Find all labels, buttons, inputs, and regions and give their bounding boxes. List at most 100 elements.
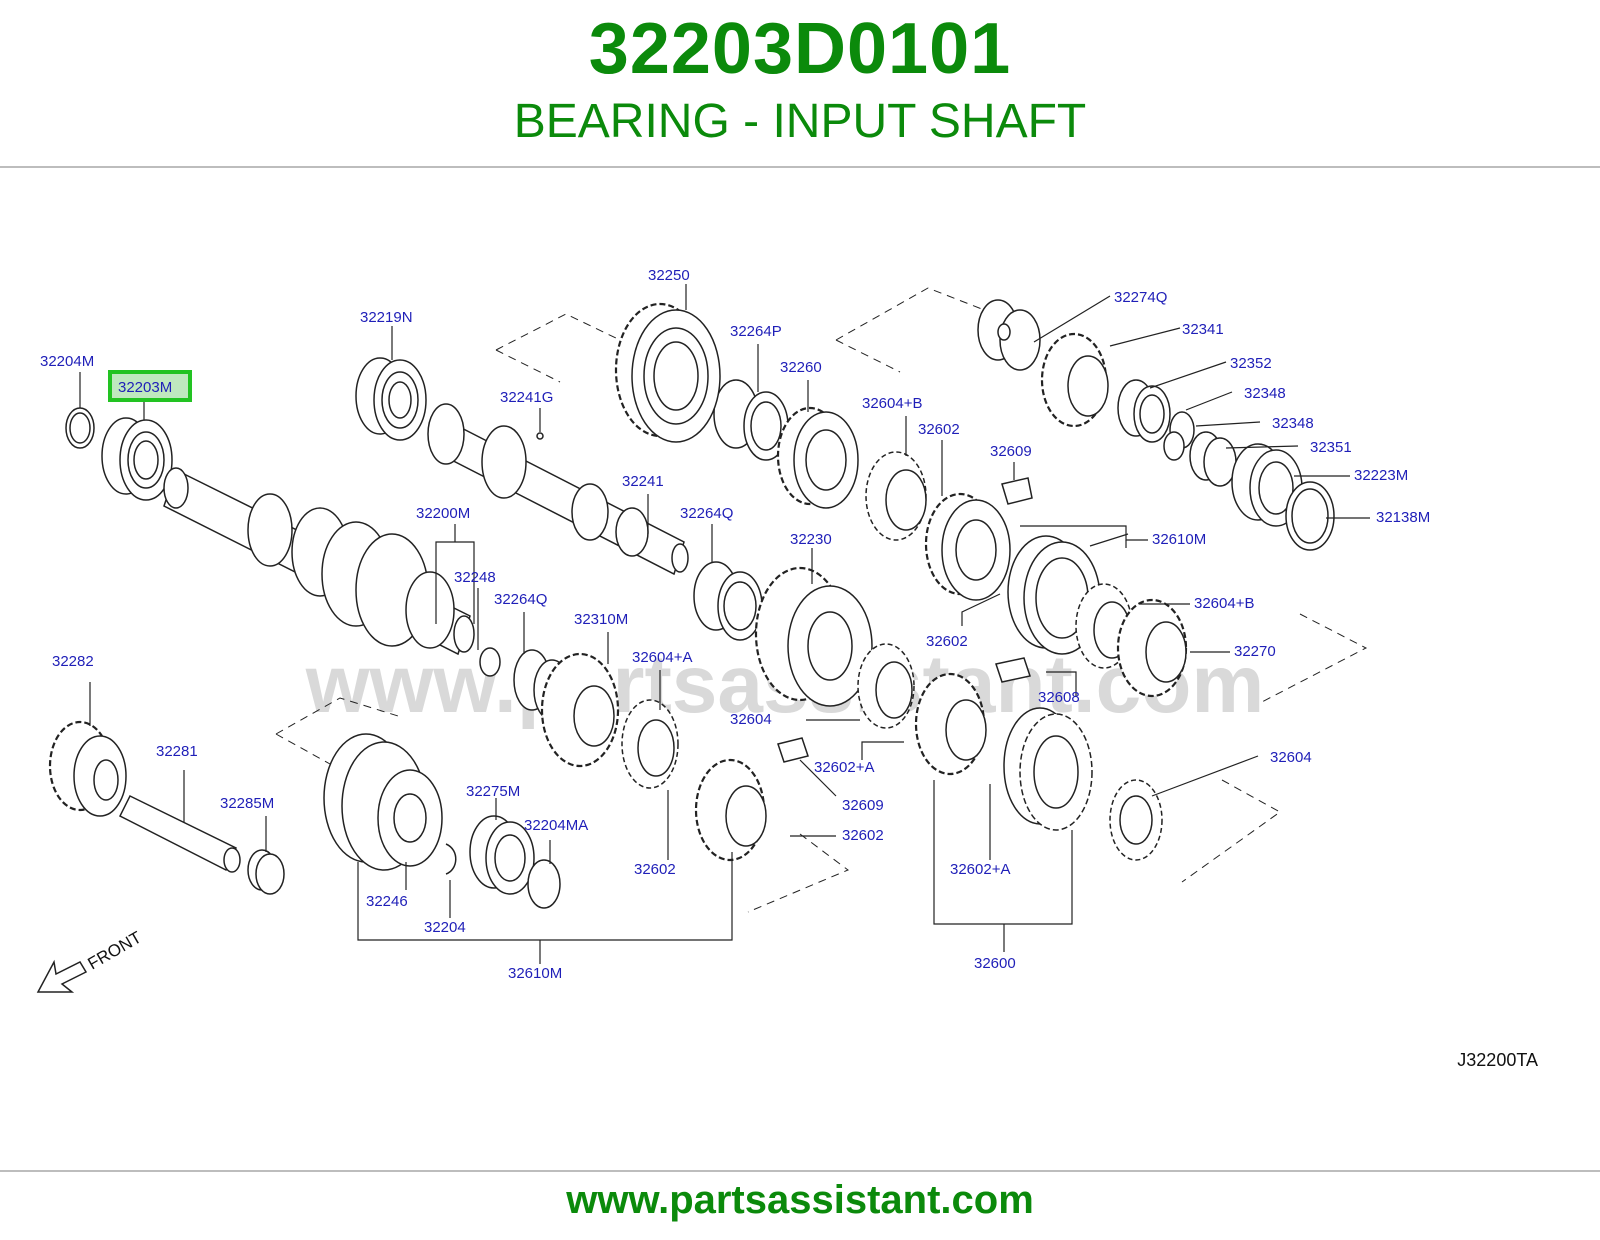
- callout-32285m[interactable]: 32285M: [220, 795, 274, 812]
- synchro-ring-32604b-icon: [865, 451, 927, 541]
- callout-32204m[interactable]: 32204M: [40, 353, 94, 370]
- callout-32260[interactable]: 32260: [780, 359, 822, 376]
- callout-32602-c[interactable]: 32602: [842, 827, 884, 844]
- callout-32310m[interactable]: 32310M: [574, 611, 628, 628]
- callout-32604-b[interactable]: 32604: [1270, 749, 1312, 766]
- callout-32348[interactable]: 32348: [1244, 385, 1286, 402]
- page-header: 32203D0101 BEARING - INPUT SHAFT: [0, 0, 1600, 168]
- part-number-title: 32203D0101: [588, 9, 1012, 89]
- callout-32604b[interactable]: 32604+B: [862, 395, 922, 412]
- callout-32264q-b[interactable]: 32264Q: [494, 591, 547, 608]
- collar-32351-icon: [1189, 431, 1237, 487]
- callout-32248[interactable]: 32248: [454, 569, 496, 586]
- gear-32282-icon: [48, 720, 127, 817]
- callout-32608[interactable]: 32608: [1038, 689, 1080, 706]
- callout-32610m[interactable]: 32610M: [1152, 531, 1206, 548]
- callout-32250[interactable]: 32250: [648, 267, 690, 284]
- spacer-32248-icon: [479, 647, 501, 677]
- needle-bearing-32264q-icon: [693, 561, 763, 641]
- callout-32241g[interactable]: 32241G: [500, 389, 553, 406]
- callout-32264q[interactable]: 32264Q: [680, 505, 733, 522]
- callout-32602a[interactable]: 32602+A: [814, 759, 874, 776]
- front-label: FRONT: [85, 928, 145, 974]
- hub-32602-b-icon: [694, 758, 767, 862]
- hub-32602-icon: [924, 492, 1011, 601]
- callout-32352[interactable]: 32352: [1230, 355, 1272, 372]
- diagram-code: J32200TA: [1457, 1050, 1538, 1070]
- hub-32602a-icon: [914, 672, 987, 776]
- snap-ring-32204m-icon: [65, 407, 95, 449]
- dashed-guides: [275, 287, 1368, 913]
- leader-lines: [79, 284, 1370, 964]
- synchro-ring-32604-b-icon: [1109, 779, 1163, 861]
- parts-diagram: www.partsassistant.com: [0, 170, 1600, 1170]
- footer-divider: [0, 1170, 1600, 1172]
- callout-32282[interactable]: 32282: [52, 653, 94, 670]
- callout-32219n[interactable]: 32219N: [360, 309, 413, 326]
- callout-32609[interactable]: 32609: [990, 443, 1032, 460]
- sleeve-32610m-icon: [1007, 535, 1101, 655]
- highlight-box-32203m: [108, 370, 192, 402]
- callout-32609-b[interactable]: 32609: [842, 797, 884, 814]
- header-divider: [0, 166, 1600, 168]
- bush-32274q-icon: [977, 299, 1041, 371]
- mainshaft-32241-icon: [427, 403, 689, 576]
- callout-32351[interactable]: 32351: [1310, 439, 1352, 456]
- needle-bearing-32264p-icon: [713, 379, 789, 461]
- snap-ring-32204ma-icon: [527, 859, 561, 909]
- callout-32602a-b[interactable]: 32602+A: [950, 861, 1010, 878]
- insert-32609-icon: [1001, 477, 1033, 505]
- callout-32610m-b[interactable]: 32610M: [508, 965, 562, 982]
- gear-32341-icon: [1040, 332, 1109, 428]
- callout-32341[interactable]: 32341: [1182, 321, 1224, 338]
- callout-32602-d[interactable]: 32602: [634, 861, 676, 878]
- callout-32204ma[interactable]: 32204MA: [524, 817, 588, 834]
- callout-32223m[interactable]: 32223M: [1354, 467, 1408, 484]
- seal-32138m-icon: [1285, 481, 1335, 551]
- snap-ring-32204-icon: [445, 843, 457, 875]
- gear-32270-icon: [1116, 598, 1188, 698]
- callout-32274q[interactable]: 32274Q: [1114, 289, 1167, 306]
- bearing-32275m-icon: [469, 815, 535, 895]
- callout-32600[interactable]: 32600: [974, 955, 1016, 972]
- collar-32352-icon: [1117, 379, 1171, 443]
- gear-32250-icon: [614, 302, 721, 443]
- callout-32602[interactable]: 32602: [918, 421, 960, 438]
- callout-labels: 32204M 32203M 32219N 32250 32264P 32260 …: [40, 267, 1430, 982]
- callout-32270[interactable]: 32270: [1234, 643, 1276, 660]
- sleeve-32600-icon: [1003, 707, 1093, 831]
- callout-32138m[interactable]: 32138M: [1376, 509, 1430, 526]
- callout-32348-b[interactable]: 32348: [1272, 415, 1314, 432]
- callout-32203m[interactable]: 32203M: [118, 379, 172, 396]
- callout-32281[interactable]: 32281: [156, 743, 198, 760]
- part-description: BEARING - INPUT SHAFT: [513, 95, 1087, 148]
- front-arrow-icon: FRONT: [36, 928, 145, 993]
- footer-website-link[interactable]: www.partsassistant.com: [566, 1178, 1034, 1222]
- gear-32310m-icon: [540, 652, 620, 768]
- callout-32604b-b[interactable]: 32604+B: [1194, 595, 1254, 612]
- callout-32200m[interactable]: 32200M: [416, 505, 470, 522]
- synchro-ring-32604a-icon: [621, 699, 679, 789]
- callout-32264p[interactable]: 32264P: [730, 323, 782, 340]
- gear-32260-icon: [776, 406, 859, 509]
- insert-32609-b-icon: [777, 737, 809, 763]
- insert-32608-icon: [995, 657, 1031, 683]
- bush-32285m-icon: [247, 849, 285, 895]
- callout-32604[interactable]: 32604: [730, 711, 772, 728]
- callout-32230[interactable]: 32230: [790, 531, 832, 548]
- sleeve-32246-icon: [323, 733, 443, 871]
- bearing-32219n-icon: [355, 357, 427, 441]
- parts-group: [48, 299, 1335, 909]
- callout-32602-b[interactable]: 32602: [926, 633, 968, 650]
- exploded-view-svg: www.partsassistant.com: [36, 267, 1538, 1070]
- bearing-32203m-icon: [101, 417, 173, 501]
- snap-ring-32348-b-icon: [1163, 431, 1185, 461]
- synchro-ring-32604-icon: [857, 643, 915, 729]
- ball-32241g-icon: [536, 432, 544, 440]
- callout-32241[interactable]: 32241: [622, 473, 664, 490]
- callout-32204[interactable]: 32204: [424, 919, 466, 936]
- callout-32275m[interactable]: 32275M: [466, 783, 520, 800]
- callout-32604a[interactable]: 32604+A: [632, 649, 692, 666]
- shaft-32281-icon: [118, 794, 241, 873]
- callout-32246[interactable]: 32246: [366, 893, 408, 910]
